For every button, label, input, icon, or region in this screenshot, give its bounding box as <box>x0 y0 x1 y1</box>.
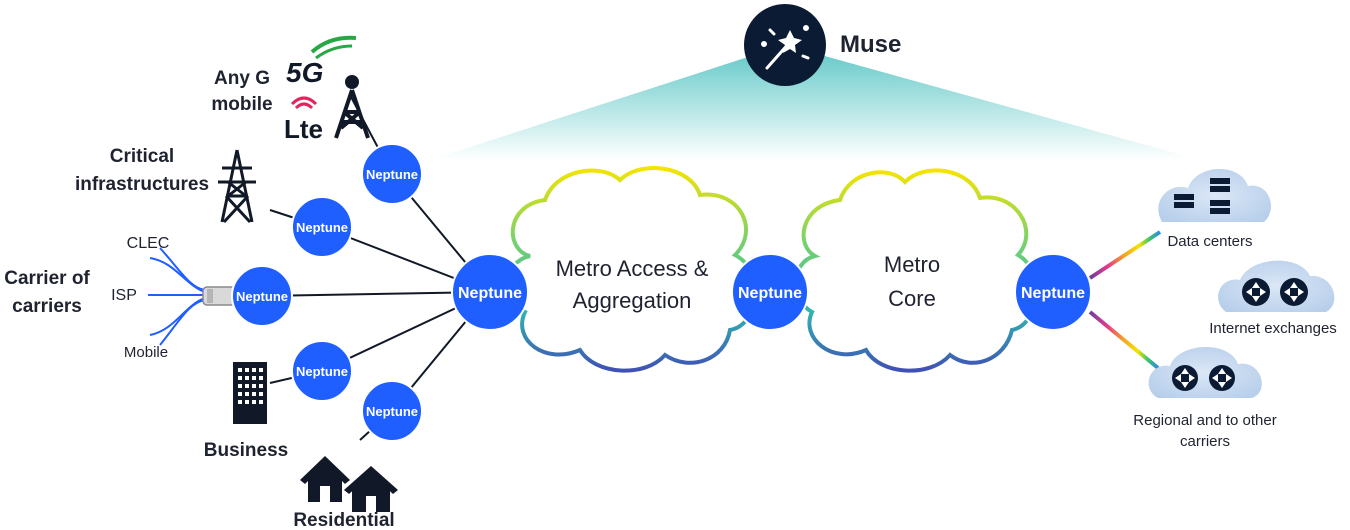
neptune-node-critical[interactable]: Neptune <box>291 196 353 258</box>
svg-text:Neptune: Neptune <box>738 285 802 302</box>
svg-text:Neptune: Neptune <box>1021 285 1085 302</box>
critical-infra-label-line1: Critical <box>110 146 174 167</box>
internet-exchanges-label: Internet exchanges <box>1209 320 1337 337</box>
critical-infra-label-line2: infrastructures <box>75 174 209 195</box>
svg-text:Neptune: Neptune <box>296 364 348 379</box>
regional-label-line2: carriers <box>1180 433 1230 450</box>
exchange-router-icon <box>1242 278 1308 306</box>
regional-label-line1: Regional and to other <box>1133 412 1276 429</box>
router-icon <box>1172 365 1235 391</box>
muse-icon-group[interactable] <box>744 4 826 86</box>
5g-badge-icon: 5G <box>286 35 357 88</box>
svg-text:Lte: Lte <box>284 114 323 144</box>
data-centers-cloud <box>1158 168 1271 222</box>
regional-cloud <box>1148 346 1262 398</box>
svg-text:Neptune: Neptune <box>366 404 418 419</box>
lte-badge-icon: Lte <box>284 96 323 144</box>
carrier-of-carriers-label-line2: carriers <box>12 296 82 317</box>
svg-text:5G: 5G <box>286 57 323 88</box>
internet-exchanges-cloud <box>1218 260 1335 312</box>
carrier-fibers <box>148 247 206 346</box>
clec-label: CLEC <box>127 235 170 252</box>
house-icon <box>300 456 398 512</box>
office-building-icon <box>233 362 267 424</box>
svg-text:Neptune: Neptune <box>458 285 522 302</box>
neptune-node-business[interactable]: Neptune <box>291 340 353 402</box>
carrier-of-carriers-label-line1: Carrier of <box>4 268 90 289</box>
mobile-small-label: Mobile <box>124 344 168 361</box>
isp-label: ISP <box>111 287 137 304</box>
business-label: Business <box>204 440 288 461</box>
power-pylon-icon <box>218 149 256 224</box>
neptune-node-access-hub[interactable]: Neptune <box>451 253 529 331</box>
data-centers-label: Data centers <box>1167 233 1252 250</box>
muse-label: Muse <box>840 31 901 58</box>
neptune-node-mobile[interactable]: Neptune <box>361 143 423 205</box>
metro-access-label-line1: Metro Access & <box>556 256 709 281</box>
neptune-node-residential[interactable]: Neptune <box>361 380 423 442</box>
any-g-mobile-label-line1: Any G <box>214 68 270 89</box>
magic-wand-icon <box>761 25 810 70</box>
svg-text:Neptune: Neptune <box>296 220 348 235</box>
any-g-mobile-label-line2: mobile <box>211 94 272 115</box>
metro-access-label-line2: Aggregation <box>573 288 692 313</box>
cell-tower-icon <box>334 75 370 139</box>
neptune-node-carrier[interactable]: Neptune <box>231 265 293 327</box>
metro-core-label-line2: Core <box>888 286 936 311</box>
metro-core-label-line1: Metro <box>884 252 940 277</box>
server-icon <box>1174 178 1230 214</box>
neptune-node-metro-middle[interactable]: Neptune <box>731 253 809 331</box>
svg-text:Neptune: Neptune <box>366 167 418 182</box>
residential-label: Residential <box>293 510 394 530</box>
svg-text:Neptune: Neptune <box>236 289 288 304</box>
destination-links <box>1088 230 1222 370</box>
muse-beam <box>430 45 1200 160</box>
neptune-node-core-edge[interactable]: Neptune <box>1014 253 1092 331</box>
